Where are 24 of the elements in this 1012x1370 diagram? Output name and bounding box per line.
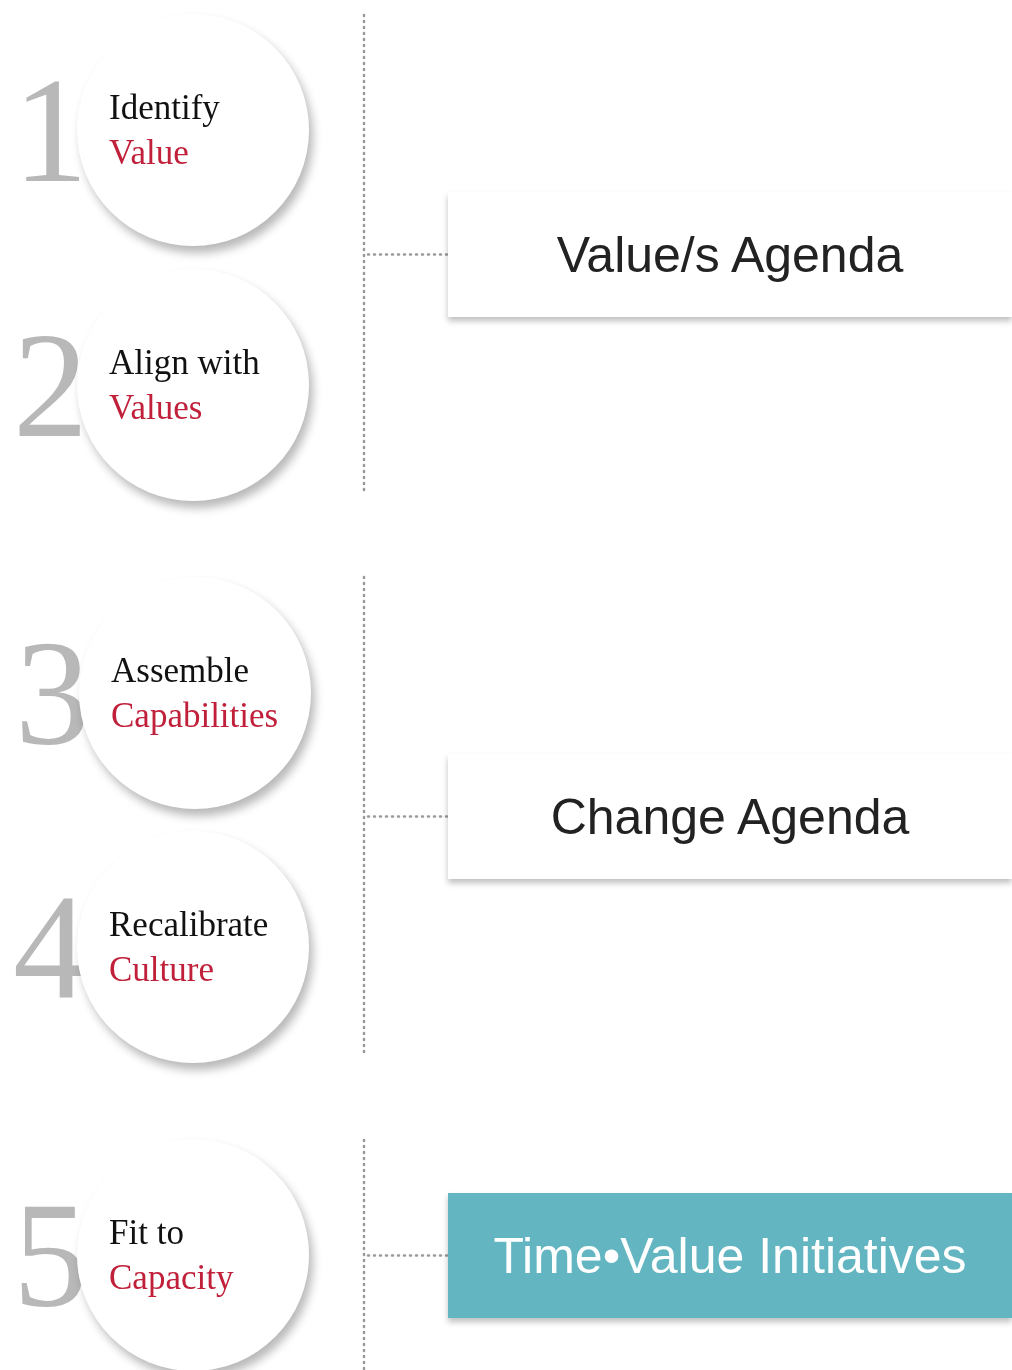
agenda-box (448, 1193, 1012, 1318)
agenda-title: Change Agenda (550, 787, 910, 846)
agenda-title: Time•Value Initiatives (493, 1226, 967, 1285)
step-number: 1 (13, 55, 88, 205)
step-number: 5 (13, 1180, 88, 1330)
agenda-box (448, 754, 1012, 879)
step-subtitle: Capacity (109, 1257, 234, 1299)
step-subtitle: Value (109, 132, 189, 174)
agenda-box (448, 192, 1012, 317)
step-subtitle: Culture (109, 949, 214, 991)
step-subtitle: Values (109, 387, 203, 429)
step-subtitle: Capabilities (111, 695, 279, 737)
agenda-title: Value/s Agenda (556, 225, 904, 284)
step-number: 2 (13, 310, 88, 460)
step-title: Align with (109, 341, 260, 384)
connector-line (366, 815, 450, 818)
connector-line (366, 253, 450, 256)
step-number: 3 (15, 618, 90, 768)
connector-line (366, 1254, 450, 1257)
step-title: Fit to (109, 1211, 184, 1254)
step-title: Recalibrate (109, 903, 269, 946)
step-title: Identify (109, 86, 220, 129)
step-number: 4 (13, 872, 88, 1022)
step-title: Assemble (111, 649, 250, 692)
